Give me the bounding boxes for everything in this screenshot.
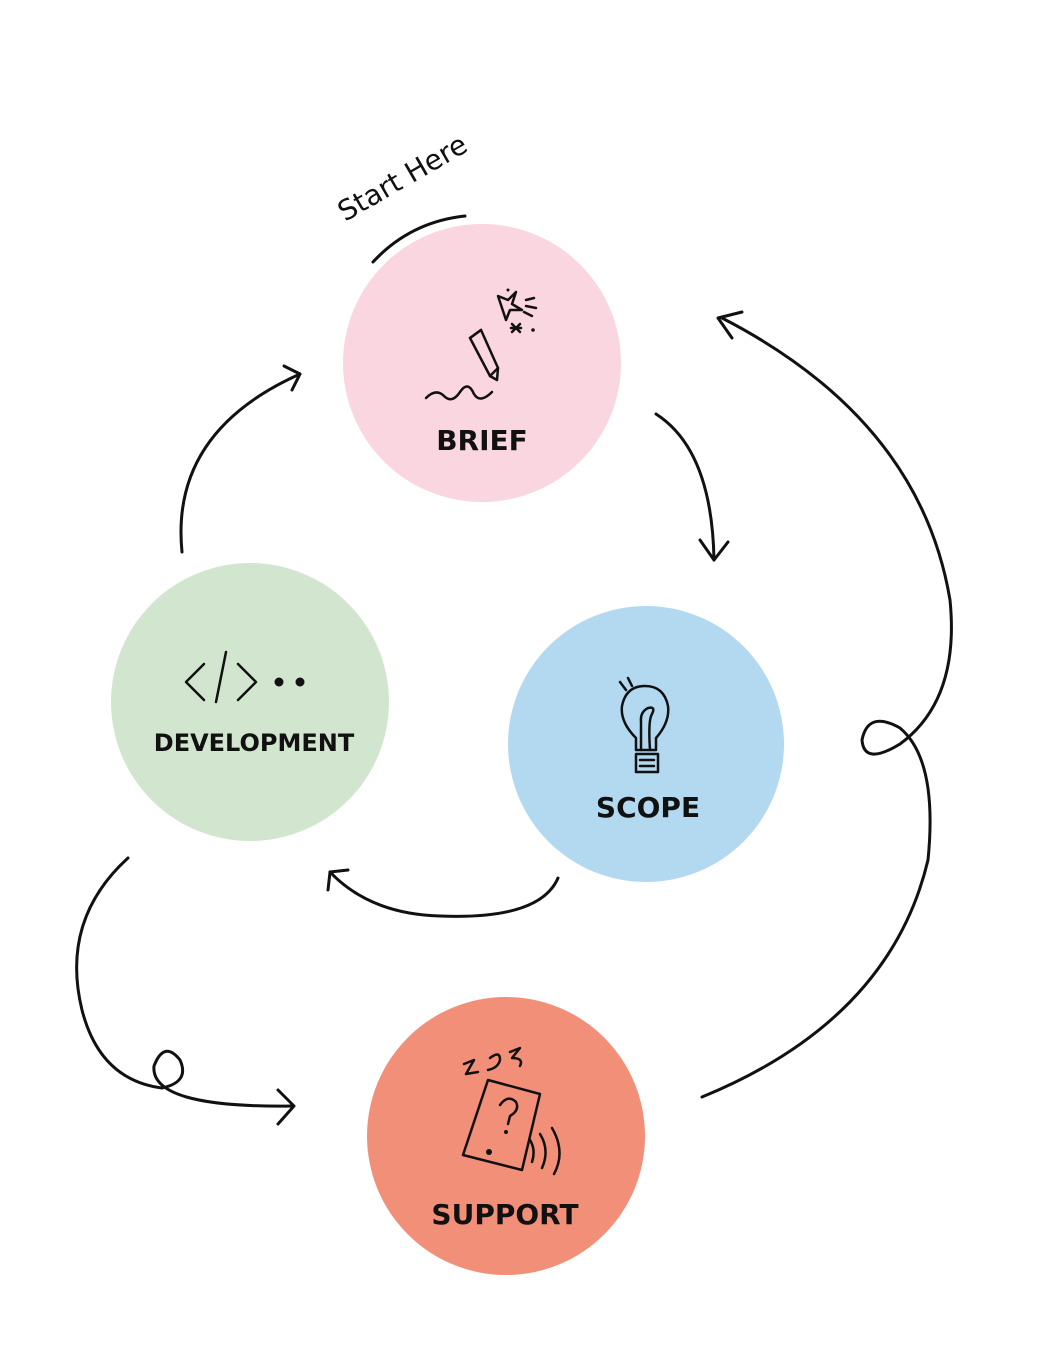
support-circle xyxy=(367,997,645,1275)
arrow-scope-to-development xyxy=(326,868,560,918)
start-here-text: Start Here xyxy=(332,128,473,228)
scope-node: SCOPE xyxy=(508,606,784,882)
arrow-development-to-brief xyxy=(179,364,302,554)
code-icon xyxy=(184,650,305,704)
brief-node: BRIEF xyxy=(343,224,621,502)
phone-question-icon xyxy=(461,1046,561,1176)
start-here-underline xyxy=(371,214,467,264)
arrow-support-to-brief xyxy=(700,310,953,1099)
arrow-brief-to-scope xyxy=(654,412,730,562)
pencil-sparkle-icon xyxy=(424,288,538,401)
brief-label: BRIEF xyxy=(436,424,528,457)
support-node: SUPPORT xyxy=(367,997,645,1275)
arrow-development-to-support xyxy=(75,856,296,1126)
scope-circle xyxy=(508,606,784,882)
lightbulb-icon xyxy=(618,676,670,774)
development-node: DEVELOPMENT xyxy=(111,563,389,841)
development-label: DEVELOPMENT xyxy=(154,729,355,757)
scope-label: SCOPE xyxy=(596,791,700,824)
development-circle xyxy=(111,563,389,841)
support-label: SUPPORT xyxy=(431,1198,578,1231)
